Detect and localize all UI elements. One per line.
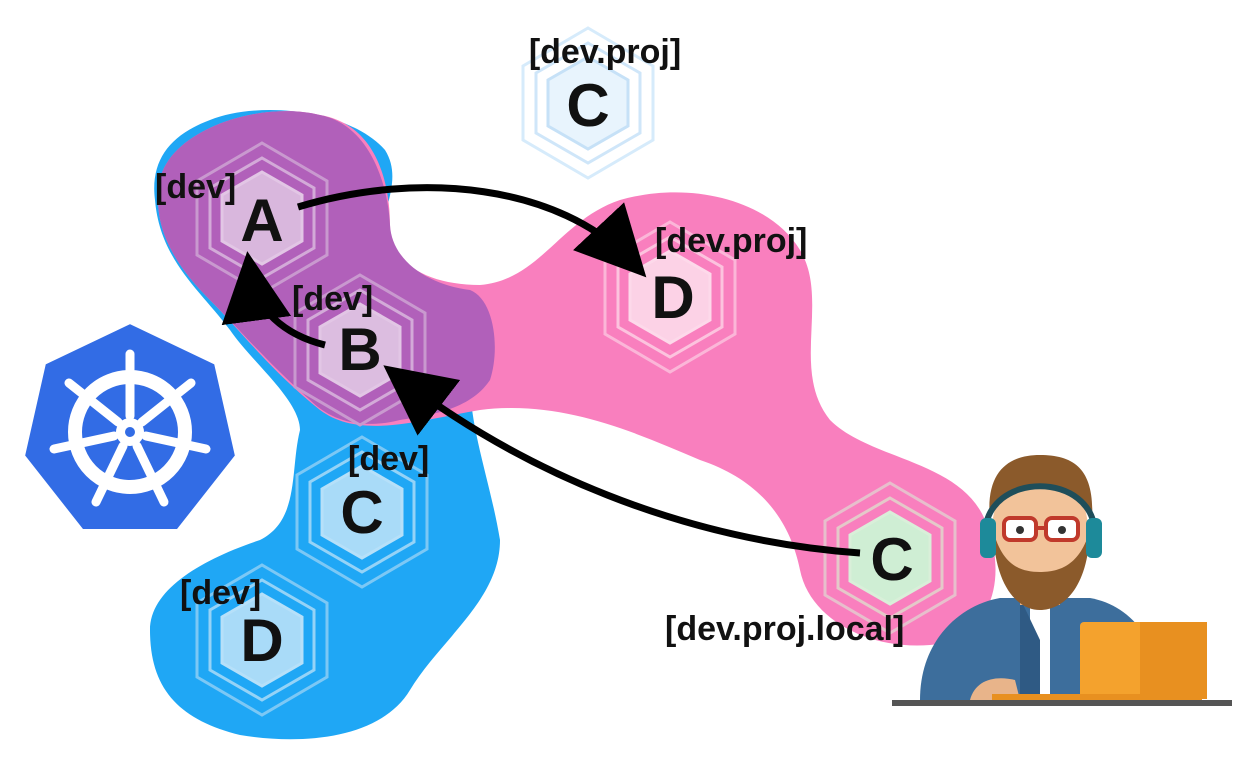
node-hex-local-c <box>823 481 957 635</box>
node-letter-b: B <box>338 316 381 383</box>
node-tag-local-c: [dev.proj.local] <box>665 610 904 648</box>
node-letter-remote-c: C <box>566 72 609 139</box>
node-letter-proj-d: D <box>651 264 694 331</box>
node-letter-blue-c: C <box>340 479 383 546</box>
node-hex-blue-d <box>195 563 329 717</box>
arrow-a-to-d <box>296 184 647 278</box>
node-tag-a: [dev] <box>155 168 236 206</box>
node-tag-remote-c: [dev.proj] <box>529 33 681 71</box>
kubernetes-helm-logo <box>20 319 240 533</box>
node-hex-blue-c <box>295 435 429 589</box>
node-hex-remote-c <box>521 26 655 180</box>
node-tag-blue-d: [dev] <box>180 574 261 612</box>
node-tag-blue-c: [dev] <box>348 440 429 478</box>
arrow-b-to-a <box>221 251 326 349</box>
node-hex-b <box>293 273 427 427</box>
node-letter-a: A <box>240 187 283 254</box>
node-tag-b: [dev] <box>292 280 373 318</box>
node-letter-local-c: C <box>870 526 913 593</box>
node-hex-proj-d <box>603 220 737 374</box>
node-tag-proj-d: [dev.proj] <box>655 222 807 260</box>
node-letter-blue-d: D <box>240 607 283 674</box>
arrow-c-to-b <box>383 365 861 557</box>
developer-with-headphones-illustration <box>892 455 1232 706</box>
